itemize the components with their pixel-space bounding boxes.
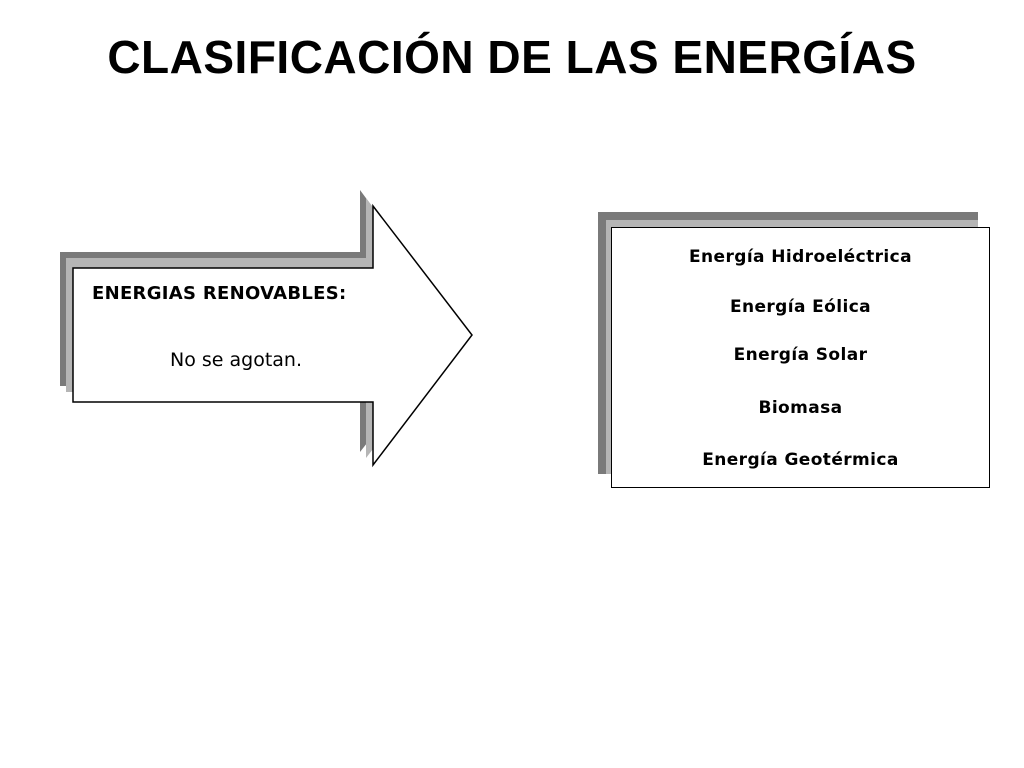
energy-item-biomasa: Biomasa [758, 398, 843, 418]
slide-title: CLASIFICACIÓN DE LAS ENERGÍAS [107, 31, 917, 83]
energy-item-geotermica: Energía Geotérmica [702, 450, 899, 470]
arrow-subtext: No se agotan. [170, 349, 303, 371]
arrow-body [72, 203, 473, 468]
energy-item-solar: Energía Solar [733, 345, 868, 365]
arrow-heading: ENERGIAS RENOVABLES: [92, 283, 347, 304]
energy-item-hidroelectrica: Energía Hidroeléctrica [689, 247, 912, 267]
energy-item-eolica: Energía Eólica [729, 297, 872, 317]
energy-list-box: Energía Hidroeléctrica Energía Eólica En… [611, 227, 990, 488]
